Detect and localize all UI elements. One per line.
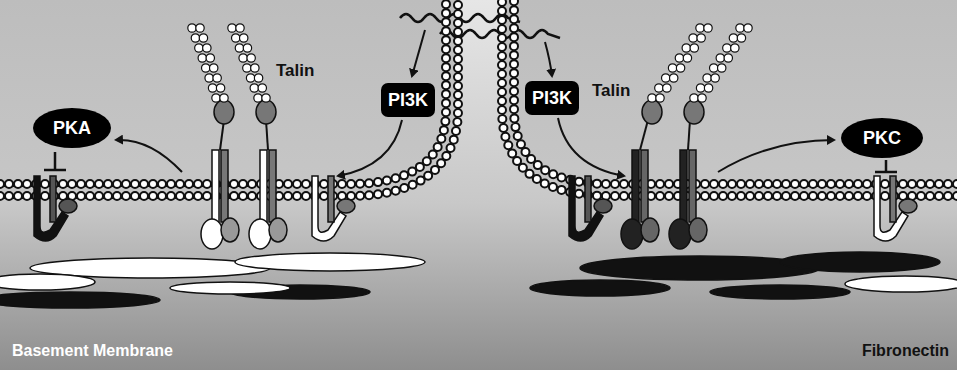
talin-bead	[648, 94, 656, 102]
talin-rods	[188, 24, 752, 102]
kinase-name: PI3K	[532, 89, 572, 107]
talin-bead	[243, 64, 251, 72]
talin-bead	[246, 74, 254, 82]
talin-bead	[711, 74, 719, 82]
talin-bead	[718, 64, 726, 72]
talin-bead	[247, 54, 255, 62]
talin-heads	[214, 100, 704, 150]
talin-bead	[731, 44, 739, 52]
talin-bead	[232, 34, 240, 42]
talin-bead	[676, 64, 684, 72]
inactive-integrins	[34, 176, 917, 241]
kinase-name: PI3K	[388, 91, 428, 109]
kinase-box: PI3K	[381, 83, 435, 117]
talin-bead	[250, 84, 258, 92]
talin-bead	[710, 64, 718, 72]
talin-bead	[670, 74, 678, 82]
ecm-fibres	[0, 252, 957, 308]
talin-bead	[729, 34, 737, 42]
talin-bead	[724, 54, 732, 62]
talin-bead	[704, 24, 712, 32]
talin-bead	[696, 84, 704, 92]
talin-bead	[662, 74, 670, 82]
talin-bead	[228, 24, 236, 32]
talin-bead	[235, 44, 243, 52]
talin-bead	[196, 24, 204, 32]
talin-bead	[690, 44, 698, 52]
talin-bead	[698, 94, 706, 102]
active-integrins-right	[621, 150, 707, 249]
talin-bead	[683, 54, 691, 62]
talin-bead	[697, 34, 705, 42]
talin-bead	[239, 54, 247, 62]
talin-bead	[188, 24, 196, 32]
talin-bead	[655, 84, 663, 92]
talin-bead	[220, 94, 228, 102]
talin-bead	[737, 34, 745, 42]
talin-bead	[243, 44, 251, 52]
talin-bead	[262, 94, 270, 102]
talin-bead	[208, 84, 216, 92]
talin-bead	[703, 74, 711, 82]
talin-bead	[251, 64, 259, 72]
talin-bead	[682, 44, 690, 52]
talin-bead	[254, 94, 262, 102]
talin-bead	[195, 44, 203, 52]
talin-bead	[202, 64, 210, 72]
talin-bead	[668, 64, 676, 72]
talin-bead	[205, 74, 213, 82]
talin-bead	[199, 34, 207, 42]
talin-bead	[716, 54, 724, 62]
protein-label: Talin	[276, 62, 314, 81]
signal-arrows	[116, 30, 834, 176]
kinase-ellipse: PKA	[33, 108, 111, 148]
kinase-ellipse: PKC	[841, 118, 923, 158]
talin-bead	[704, 84, 712, 92]
matrix-label: Basement Membrane	[12, 342, 173, 360]
protein-label: Talin	[592, 82, 630, 101]
talin-bead	[689, 34, 697, 42]
talin-bead	[191, 34, 199, 42]
talin-bead	[216, 84, 224, 92]
talin-bead	[723, 44, 731, 52]
talin-bead	[240, 34, 248, 42]
kinase-name: PKC	[863, 129, 901, 147]
talin-bead	[254, 74, 262, 82]
talin-bead	[744, 24, 752, 32]
talin-bead	[675, 54, 683, 62]
talin-bead	[663, 84, 671, 92]
talin-bead	[203, 44, 211, 52]
talin-bead	[258, 84, 266, 92]
kinase-box: PI3K	[525, 81, 579, 115]
talin-bead	[210, 64, 218, 72]
talin-bead	[690, 94, 698, 102]
talin-bead	[212, 94, 220, 102]
talin-bead	[696, 24, 704, 32]
talin-bead	[213, 74, 221, 82]
inhibition-bars	[44, 152, 897, 172]
active-integrins-left	[201, 150, 287, 249]
talin-bead	[206, 54, 214, 62]
talin-bead	[736, 24, 744, 32]
talin-bead	[656, 94, 664, 102]
talin-bead	[198, 54, 206, 62]
lipid-bilayer	[0, 0, 957, 196]
kinase-name: PKA	[53, 119, 91, 137]
matrix-label: Fibronectin	[862, 342, 949, 360]
talin-bead	[236, 24, 244, 32]
